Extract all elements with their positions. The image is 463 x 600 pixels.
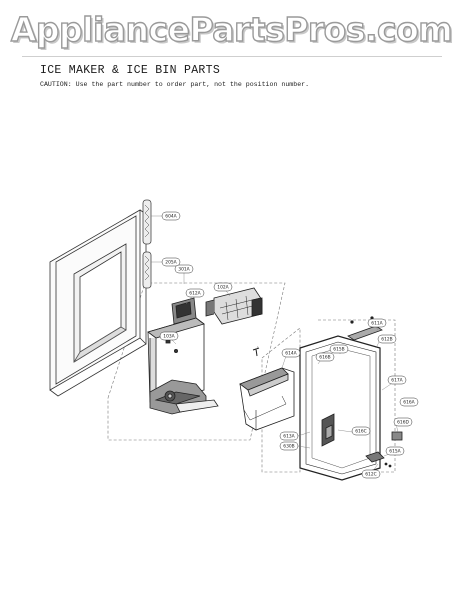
- ice-maker-unit: [205, 287, 263, 325]
- caution-note: CAUTION: Use the part number to order pa…: [40, 81, 310, 88]
- screw: [252, 347, 260, 357]
- callout-616D: 616D: [393, 417, 413, 427]
- callout-611A: 611A: [367, 318, 387, 328]
- callout-612A: 612A: [185, 288, 205, 298]
- svg-text:615B: 615B: [333, 347, 344, 353]
- callout-301A: 301A: [174, 264, 194, 274]
- svg-text:630B: 630B: [283, 444, 294, 450]
- watermark-logo: AppliancePartsPros.com: [10, 9, 453, 49]
- callout-102A: 102A: [213, 282, 233, 292]
- svg-text:612A: 612A: [189, 291, 200, 297]
- svg-text:616A: 616A: [403, 400, 414, 406]
- clip-a: [391, 431, 403, 441]
- svg-text:613A: 613A: [283, 434, 294, 440]
- callout-205A: 205A: [161, 257, 181, 267]
- svg-text:102A: 102A: [217, 285, 228, 291]
- svg-text:616C: 616C: [355, 429, 366, 435]
- svg-text:616B: 616B: [319, 355, 330, 361]
- seal-strip-lower: [142, 251, 152, 289]
- callout-604A: 604A: [161, 211, 181, 221]
- page-title: ICE MAKER & ICE BIN PARTS: [40, 64, 221, 77]
- ice-bin-cover: [239, 367, 295, 431]
- callout-616C: 616C: [351, 426, 371, 436]
- svg-text:612B: 612B: [381, 337, 392, 343]
- callout-617A: 617A: [387, 375, 407, 385]
- callout-612B: 612B: [377, 334, 397, 344]
- callout-103A: 103A: [159, 331, 179, 341]
- callout-616B: 616B: [315, 352, 335, 362]
- svg-text:103A: 103A: [163, 334, 174, 340]
- svg-text:301A: 301A: [178, 267, 189, 273]
- callout-614A: 614A: [281, 348, 301, 358]
- callout-labels: 604A 205A 301A 612A 102A 103A 614A 615B …: [159, 211, 419, 479]
- callout-613A: 613A: [279, 431, 299, 441]
- callout-615B: 615B: [329, 344, 349, 354]
- hinge-bracket: [347, 316, 383, 341]
- clip-b: [365, 451, 392, 468]
- svg-text:612C: 612C: [365, 472, 376, 478]
- svg-text:617A: 617A: [391, 378, 402, 384]
- svg-text:615A: 615A: [389, 449, 400, 455]
- door-panel: [49, 209, 147, 397]
- svg-text:604A: 604A: [165, 214, 176, 220]
- callout-630B: 630B: [279, 441, 299, 451]
- svg-text:611A: 611A: [371, 321, 382, 327]
- header-divider: [22, 56, 442, 57]
- seal-strip-upper: [142, 199, 152, 245]
- svg-text:616D: 616D: [397, 420, 409, 426]
- svg-text:205A: 205A: [165, 260, 176, 266]
- svg-text:614A: 614A: [285, 351, 296, 357]
- callout-616A: 616A: [399, 397, 419, 407]
- callout-615A: 615A: [385, 446, 405, 456]
- callout-612C: 612C: [361, 469, 381, 479]
